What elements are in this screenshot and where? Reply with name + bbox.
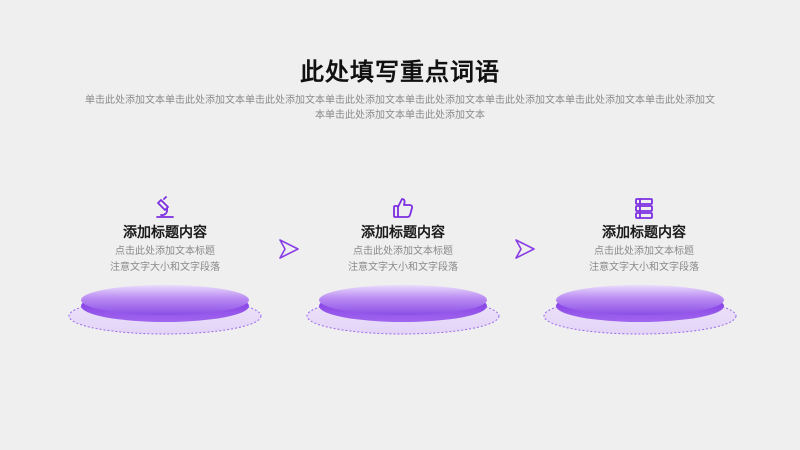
microscope-icon [156,196,174,218]
step-desc-line1: 点击此处添加文本标题 [115,246,215,257]
step-1: 添加标题内容 点击此处添加文本标题 注意文字大小和文字段落 [65,196,265,275]
page-title: 此处填写重点词语 [300,58,500,86]
step-desc-line2: 注意文字大小和文字段落 [110,262,220,273]
step-title: 添加标题内容 [123,225,207,241]
step-desc-line1: 点击此处添加文本标题 [353,246,453,257]
page-subtitle: 单击此处添加文本单击此处添加文本单击此处添加文本单击此处添加文本单击此处添加文本… [85,95,715,121]
podium-platform [306,285,500,335]
arrow-right-icon [279,239,299,259]
stack-icon [635,198,653,219]
step-title: 添加标题内容 [361,225,445,241]
step-desc-line2: 注意文字大小和文字段落 [348,262,458,273]
arrow-right-icon [515,239,535,259]
thumbs-up-icon [393,198,414,218]
step-desc-line1: 点击此处添加文本标题 [594,246,694,257]
step-desc-line2: 注意文字大小和文字段落 [589,262,699,273]
podium-platform [68,285,262,335]
podium-platform [543,285,737,335]
step-title: 添加标题内容 [602,225,686,241]
step-3: 添加标题内容 点击此处添加文本标题 注意文字大小和文字段落 [544,196,744,275]
step-2: 添加标题内容 点击此处添加文本标题 注意文字大小和文字段落 [303,196,503,275]
